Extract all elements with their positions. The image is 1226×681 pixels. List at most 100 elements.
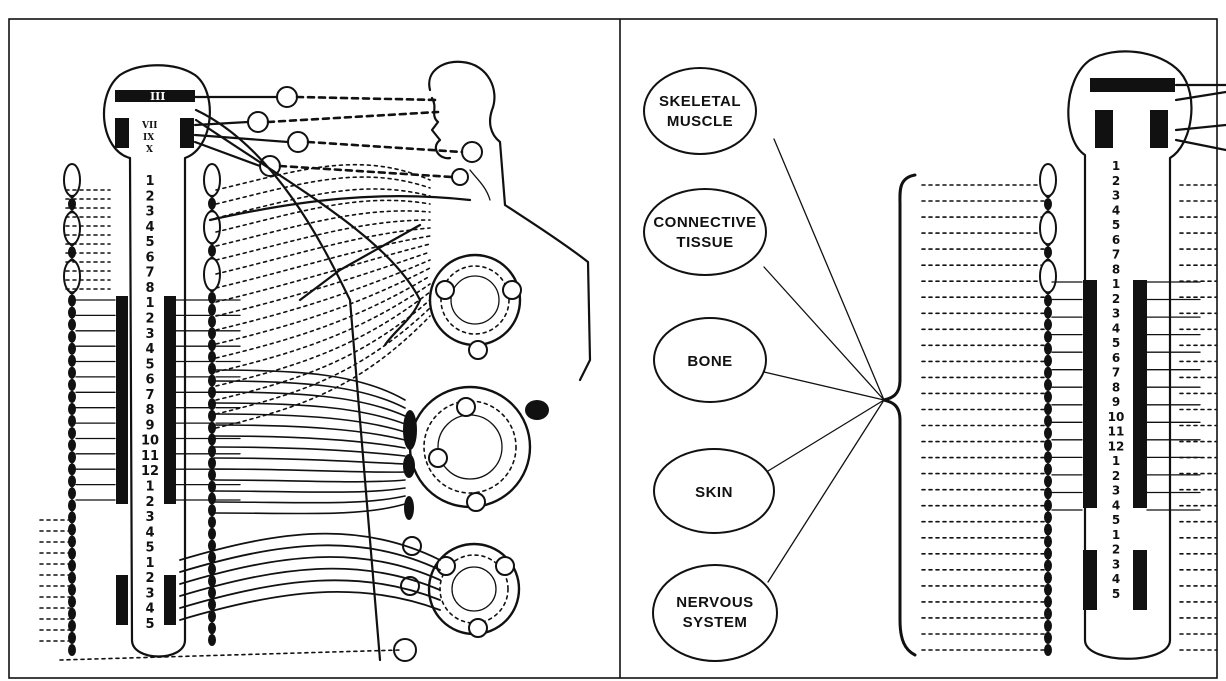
bubble-bone: BONE — [654, 318, 766, 402]
chain-ganglion — [68, 439, 76, 451]
spinal-segment-number: 3 — [145, 510, 154, 525]
chain-ganglion — [1044, 632, 1052, 644]
chain-ganglion — [208, 292, 216, 304]
spinal-segment-number: 3 — [145, 327, 154, 342]
spinal-segment-number: 4 — [145, 342, 154, 357]
spinal-segment-number: 5 — [145, 357, 154, 372]
chain-ganglion — [1044, 331, 1052, 343]
chain-ganglion — [68, 632, 76, 644]
chain-ganglion — [68, 367, 76, 379]
chain-ganglion — [1044, 644, 1052, 656]
spinal-segment-number: 4 — [145, 602, 154, 617]
spinal-segment-number: 4 — [1112, 321, 1120, 335]
figure-frame — [9, 19, 1217, 678]
chain-ganglion — [208, 316, 216, 328]
chain-ganglion — [208, 363, 216, 375]
chain-ganglion — [208, 198, 216, 210]
spinal-segment-number: 9 — [145, 418, 154, 433]
spinal-segment-number: 7 — [145, 388, 154, 403]
chain-ganglion — [68, 379, 76, 391]
chain-ganglion — [1044, 343, 1052, 355]
chain-ganglion — [1044, 295, 1052, 307]
spinal-segment-number: 4 — [1112, 498, 1120, 512]
chain-ganglion — [1044, 536, 1052, 548]
spinal-segment-number: 2 — [1112, 292, 1120, 306]
chain-ganglion — [68, 644, 76, 656]
spinal-segment-number: 5 — [1112, 218, 1120, 232]
chain-ganglion — [68, 355, 76, 367]
chain-ganglion — [68, 499, 76, 511]
chain-ganglion — [1044, 307, 1052, 319]
chain-ganglion — [1044, 487, 1052, 499]
spinal-segment-number: 6 — [1112, 351, 1120, 365]
chain-ganglion — [208, 622, 216, 634]
chain-ganglion — [1044, 584, 1052, 596]
spinal-segment-number: 8 — [145, 281, 154, 296]
spinal-segment-number: 7 — [1112, 248, 1120, 262]
spinal-segment-number: 3 — [145, 586, 154, 601]
spinal-segment-number: 2 — [145, 495, 154, 510]
bubble-label-line1: SKIN — [695, 484, 733, 501]
cranial-nerve-fibers — [195, 97, 462, 177]
chain-ganglion — [1044, 511, 1052, 523]
bubble-label-line1: NERVOUS — [676, 594, 753, 611]
chain-ganglion — [68, 487, 76, 499]
chain-ganglion — [68, 524, 76, 536]
chain-ganglion — [68, 307, 76, 319]
chain-ganglion — [1044, 620, 1052, 632]
spinal-segment-number: 11 — [141, 449, 159, 464]
spinal-segment-number: 3 — [1112, 484, 1120, 498]
chain-ganglion — [68, 451, 76, 463]
cranial-label-iii: III — [150, 90, 165, 103]
chain-ganglion — [1044, 439, 1052, 451]
chain-ganglion — [68, 608, 76, 620]
chain-ganglion — [208, 339, 216, 351]
spinal-segment-number: 7 — [1112, 366, 1120, 380]
cranial-label-vii: VII — [141, 121, 157, 131]
chain-ganglion — [1044, 427, 1052, 439]
spinal-segment-number: 2 — [1112, 543, 1120, 557]
spinal-segment-number: 7 — [145, 266, 154, 281]
chain-ganglion — [68, 560, 76, 572]
chain-ganglion — [68, 295, 76, 307]
chain-ganglion — [208, 575, 216, 587]
chain-ganglion — [1044, 524, 1052, 536]
preganglionic-postganglionic-fibers — [40, 110, 470, 660]
chain-ganglion — [1044, 355, 1052, 367]
bubble-label-line2: MUSCLE — [667, 113, 733, 130]
spinal-segment-number: 2 — [145, 189, 154, 204]
chain-ganglion — [208, 327, 216, 339]
bubble-nervous-system: NERVOUS SYSTEM — [653, 565, 777, 661]
spinal-cord-right — [1068, 51, 1191, 658]
chain-ganglion — [1044, 596, 1052, 608]
bubble-skeletal-muscle: SKELETAL MUSCLE — [644, 68, 756, 154]
spinal-segment-number: 11 — [1108, 425, 1125, 439]
chain-ganglion — [68, 463, 76, 475]
chain-ganglion — [1044, 572, 1052, 584]
chain-ganglion — [208, 469, 216, 481]
chain-ganglion — [68, 572, 76, 584]
spinal-segment-number: 6 — [1112, 233, 1120, 247]
cranial-ganglia — [248, 87, 482, 185]
chain-ganglion — [1044, 391, 1052, 403]
dotted-somatic-fibers — [922, 185, 1216, 650]
chain-ganglion — [68, 331, 76, 343]
chain-ganglion — [208, 516, 216, 528]
chain-ganglion — [208, 304, 216, 316]
cranial-label-ix: IX — [143, 133, 154, 143]
bubble-label-line1: CONNECTIVE — [653, 214, 756, 231]
spinal-segment-number: 3 — [1112, 189, 1120, 203]
right-panel-somatic-targets: SKELETAL MUSCLE CONNECTIVE TISSUE BONE S… — [644, 51, 1226, 661]
chain-ganglion — [1044, 451, 1052, 463]
spinal-segment-number: 1 — [1112, 528, 1120, 542]
chain-ganglion — [1044, 319, 1052, 331]
chain-ganglion — [68, 391, 76, 403]
chain-ganglion — [1044, 367, 1052, 379]
bubble-connector-lines — [764, 139, 884, 582]
chain-ganglion — [1044, 548, 1052, 560]
spinal-segment-number: 5 — [145, 235, 154, 250]
chain-ganglion — [208, 457, 216, 469]
chain-ganglion — [208, 410, 216, 422]
spinal-segment-number: 5 — [1112, 513, 1120, 527]
